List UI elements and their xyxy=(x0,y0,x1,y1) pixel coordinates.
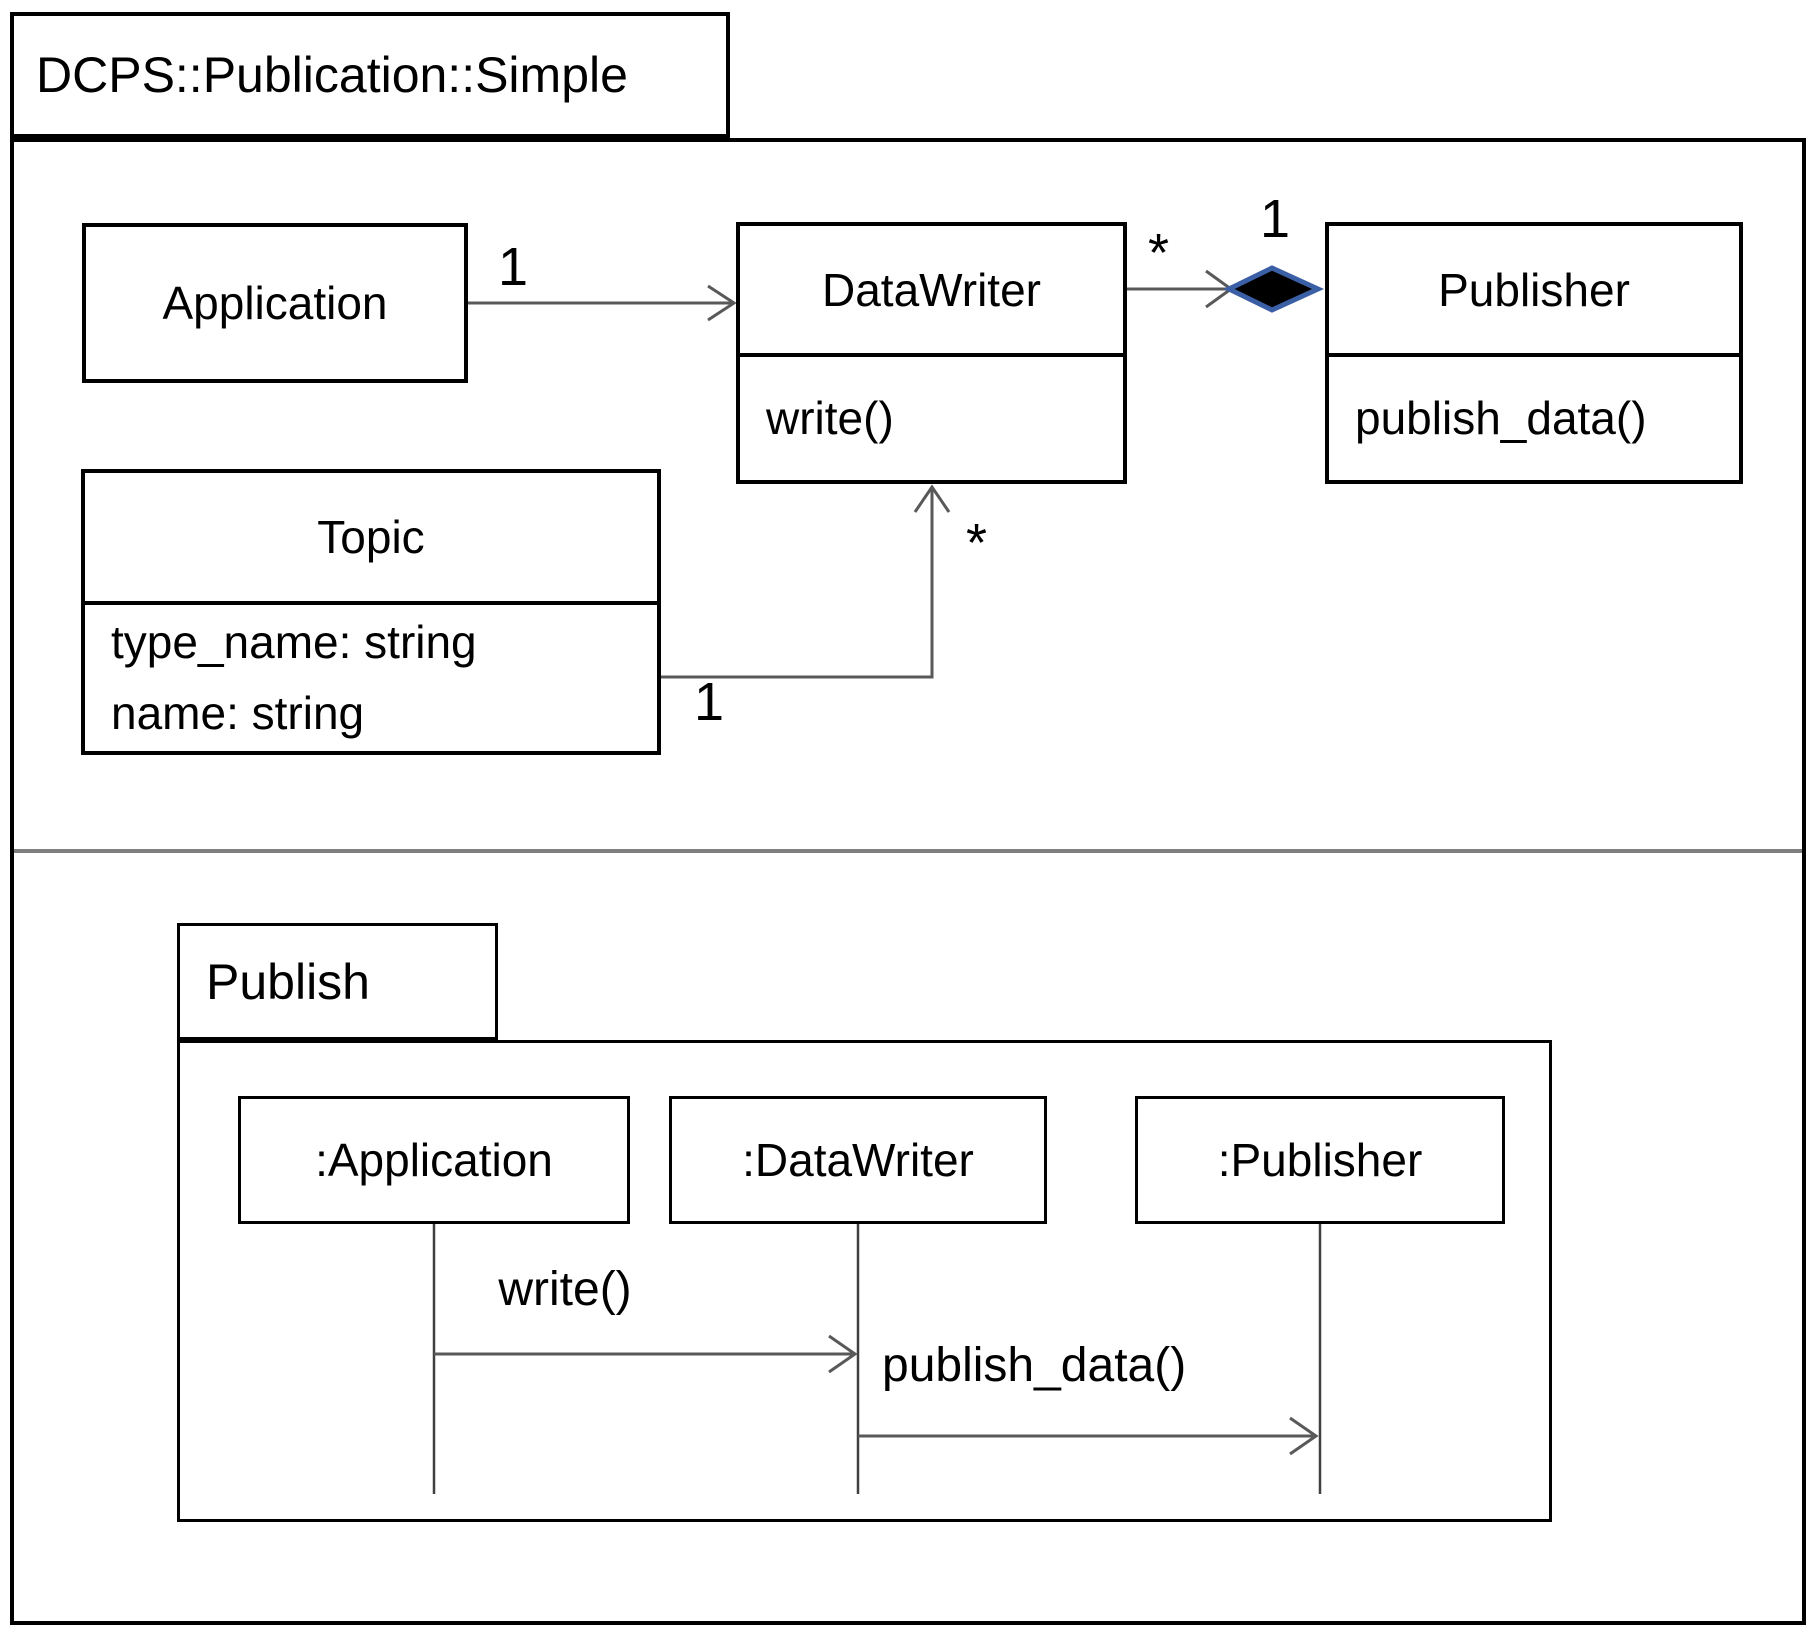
message-label-write: write() xyxy=(498,1263,632,1316)
package-tab: DCPS::Publication::Simple xyxy=(10,12,730,138)
class-box-topic: Topic type_name: string name: string xyxy=(81,469,661,755)
class-box-datawriter: DataWriter write() xyxy=(736,222,1127,484)
section-divider xyxy=(14,849,1802,853)
class-methods: write() xyxy=(740,353,1123,480)
attribute-label: name: string xyxy=(111,687,365,739)
class-methods: publish_data() xyxy=(1329,353,1739,480)
lifeline-name: :DataWriter xyxy=(742,1134,974,1186)
message-label-publish-data: publish_data() xyxy=(882,1339,1187,1392)
sequence-frame-title: Publish xyxy=(206,953,370,1010)
class-box-publisher: Publisher publish_data() xyxy=(1325,222,1743,484)
lifeline-name: :Publisher xyxy=(1217,1134,1423,1186)
class-name: Publisher xyxy=(1438,263,1630,316)
class-name: Application xyxy=(162,277,388,329)
method-label: write() xyxy=(766,392,894,444)
class-name: Topic xyxy=(317,511,425,563)
multiplicity-application-side: 1 xyxy=(498,237,529,297)
multiplicity-publisher-side: 1 xyxy=(1260,189,1291,249)
multiplicity-topic-to-datawriter-side: * xyxy=(966,513,988,573)
class-box-application: Application xyxy=(82,223,468,383)
class-name: DataWriter xyxy=(822,263,1041,316)
multiplicity-datawriter-side: * xyxy=(1148,223,1170,283)
method-label: publish_data() xyxy=(1355,392,1647,444)
multiplicity-topic-side: 1 xyxy=(694,672,725,732)
lifeline-head-publisher: :Publisher xyxy=(1135,1096,1505,1224)
lifeline-name: :Application xyxy=(315,1134,553,1186)
attribute-label: type_name: string xyxy=(111,616,477,668)
lifeline-head-datawriter: :DataWriter xyxy=(669,1096,1047,1224)
lifeline-head-application: :Application xyxy=(238,1096,630,1224)
class-attributes: type_name: string name: string xyxy=(85,601,657,751)
sequence-frame-tab: Publish xyxy=(177,923,498,1040)
package-title: DCPS::Publication::Simple xyxy=(36,47,628,103)
